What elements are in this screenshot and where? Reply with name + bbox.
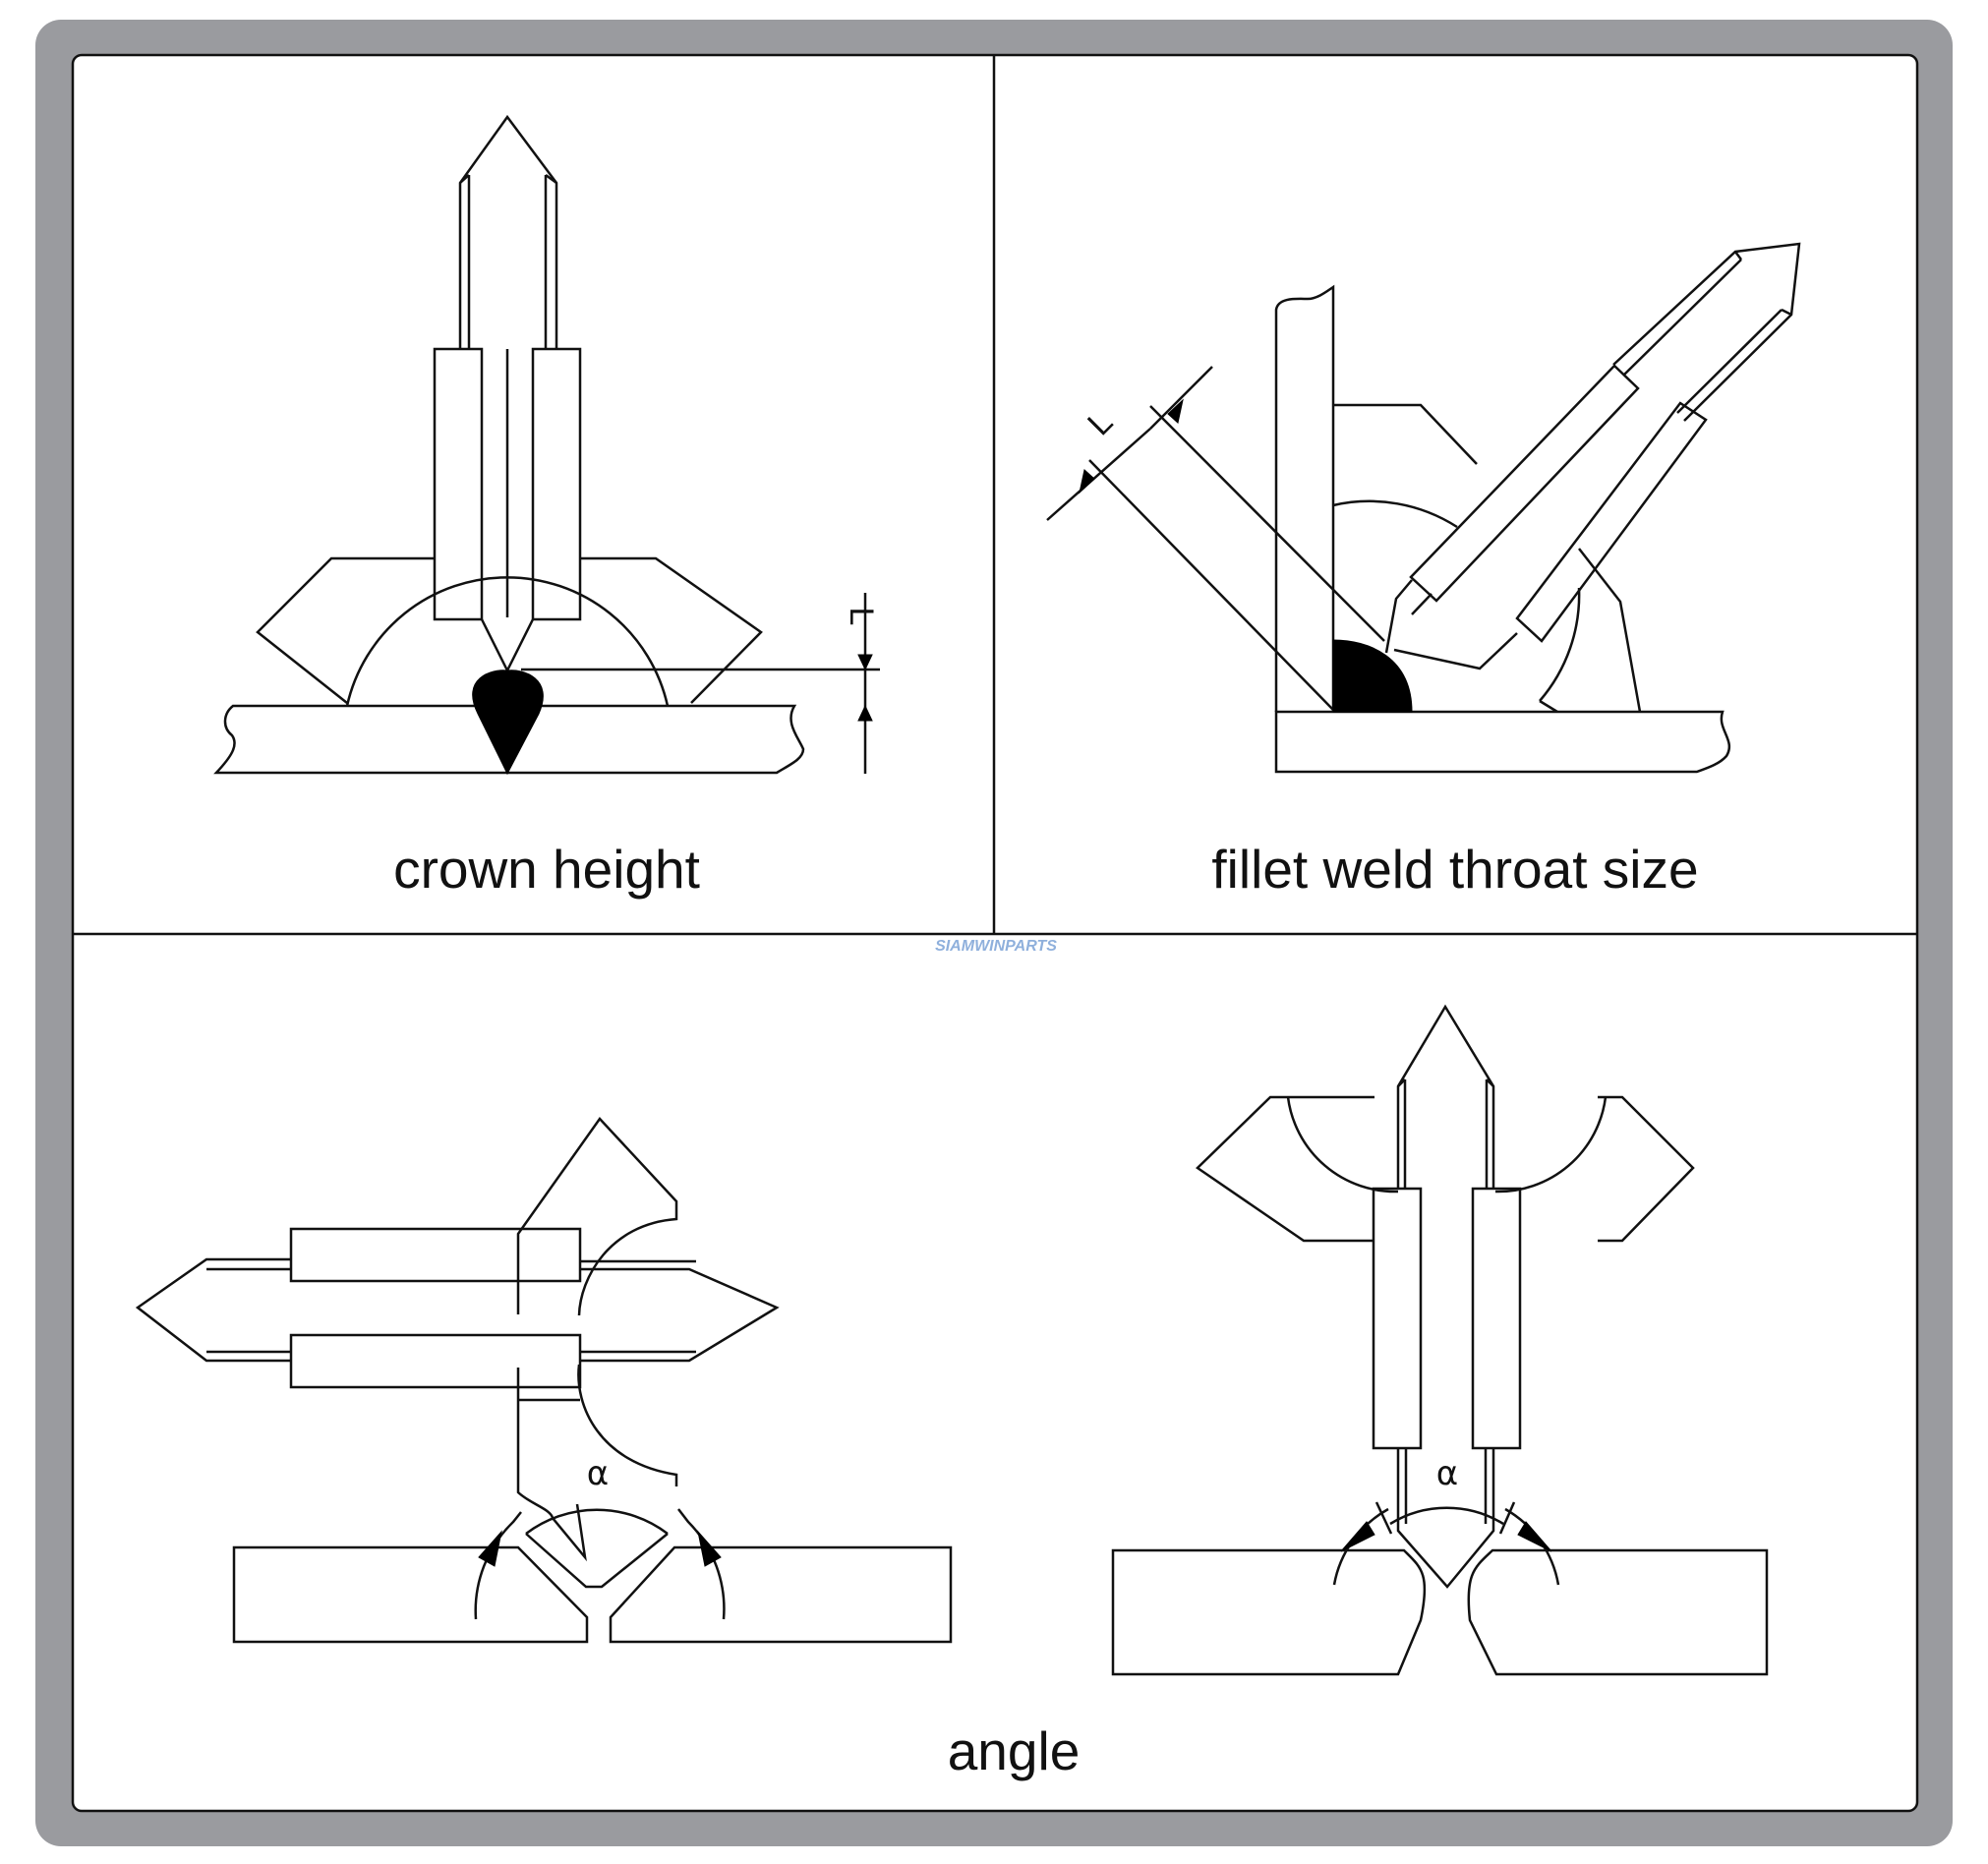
gauge-arc (1332, 499, 1458, 529)
crown-height-figure: L crown height (213, 114, 880, 900)
angle-arc (474, 1508, 726, 1620)
gauge-leg-lower (1515, 401, 1708, 643)
angle-symbol-left: α (587, 1454, 609, 1493)
gauge-leg-top (289, 1227, 582, 1283)
fillet-weld-caption: fillet weld throat size (1211, 839, 1698, 900)
fillet-weld (1332, 639, 1413, 713)
gauge-leg-right (1471, 1187, 1522, 1450)
pointer-blade (135, 1257, 291, 1363)
weld-bead (472, 670, 544, 776)
angle-caption: angle (948, 1720, 1081, 1781)
gauge-wings (1196, 1095, 1695, 1243)
crown-height-dimension-label: L (843, 608, 880, 626)
angle-symbol-right: α (1436, 1454, 1458, 1493)
watermark: SIAMWINPARTS (935, 938, 1057, 955)
pointer-blade (1612, 242, 1801, 422)
crown-height-caption: crown height (393, 839, 700, 900)
plate-right (1467, 1548, 1769, 1676)
fillet-weld-figure: L fillet weld throat size (1046, 242, 1801, 900)
plate-left (232, 1545, 589, 1644)
base-plate-horizontal (1274, 710, 1730, 774)
gauge-leg-upper (1409, 364, 1640, 603)
gauge-arc (1286, 1096, 1608, 1194)
base-plate (213, 704, 805, 775)
gauge-leg-left (433, 347, 484, 621)
pointer-blade (1396, 1004, 1495, 1189)
base-plate-vertical (1274, 284, 1335, 712)
gauge-wings (256, 556, 763, 704)
gauge-body (516, 1117, 678, 1562)
angle-figure-right: α (1111, 1004, 1769, 1676)
gauge-wings (1333, 403, 1642, 713)
plate-right (609, 1545, 953, 1644)
plate-left (1111, 1548, 1427, 1676)
pointer-blade (458, 114, 558, 349)
angle-figure-left: α (135, 1117, 953, 1644)
